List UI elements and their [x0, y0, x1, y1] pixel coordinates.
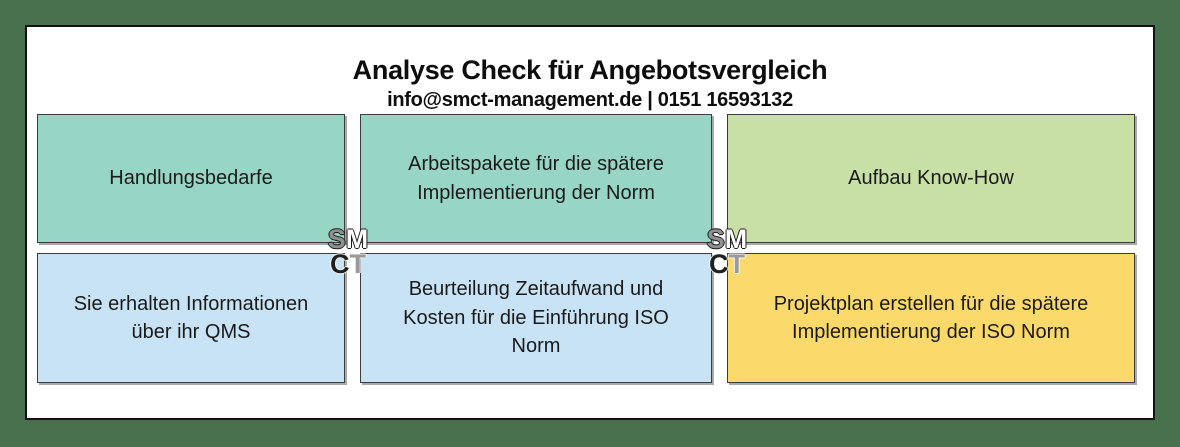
logo-letter-t: T	[349, 249, 366, 279]
smct-logo-row-ct: CT	[328, 249, 369, 279]
smct-logo-row-sm: SM	[327, 224, 369, 254]
box-handlungsbedarfe-label: Handlungsbedarfe	[109, 167, 273, 190]
contact-info: info@smct-management.de | 0151 16593132	[387, 89, 793, 112]
box-aufbau-know-how: Aufbau Know-How	[727, 114, 1135, 243]
box-projektplan-label: Projektplan erstellen für die spätere Im…	[773, 292, 1089, 343]
box-aufbau-know-how-label: Aufbau Know-How	[848, 167, 1014, 190]
page-title: Analyse Check für Angebotsvergleich	[352, 55, 828, 85]
logo-letter-m: M	[724, 224, 748, 254]
smct-logo-icon: SM CT	[327, 224, 369, 279]
logo-letter-s: S	[327, 224, 346, 254]
box-projektplan: Projektplan erstellen für die spätere Im…	[727, 253, 1135, 383]
logo-letter-t: T	[728, 249, 745, 279]
box-informationen-qms-label: Sie erhalten Informationen über ihr QMS	[73, 292, 309, 343]
box-arbeitspakete-label: Arbeitspakete für die spätere Implementi…	[408, 153, 664, 204]
logo-letter-c: C	[708, 249, 729, 279]
box-beurteilung-zeitaufwand-label: Beurteilung Zeitaufwand und Kosten für d…	[403, 278, 669, 358]
logo-letter-m: M	[345, 224, 369, 254]
box-informationen-qms: Sie erhalten Informationen über ihr QMS	[37, 253, 345, 383]
logo-letter-c: C	[329, 249, 350, 279]
smct-logo-row-ct: CT	[707, 249, 748, 279]
smct-logo-row-sm: SM	[706, 224, 748, 254]
header: Analyse Check für Angebotsvergleich info…	[27, 54, 1153, 112]
smct-logo-icon: SM CT	[706, 224, 748, 279]
box-beurteilung-zeitaufwand: Beurteilung Zeitaufwand und Kosten für d…	[360, 253, 712, 383]
box-arbeitspakete: Arbeitspakete für die spätere Implementi…	[360, 114, 712, 243]
logo-letter-s: S	[706, 224, 725, 254]
box-handlungsbedarfe: Handlungsbedarfe	[37, 114, 345, 243]
